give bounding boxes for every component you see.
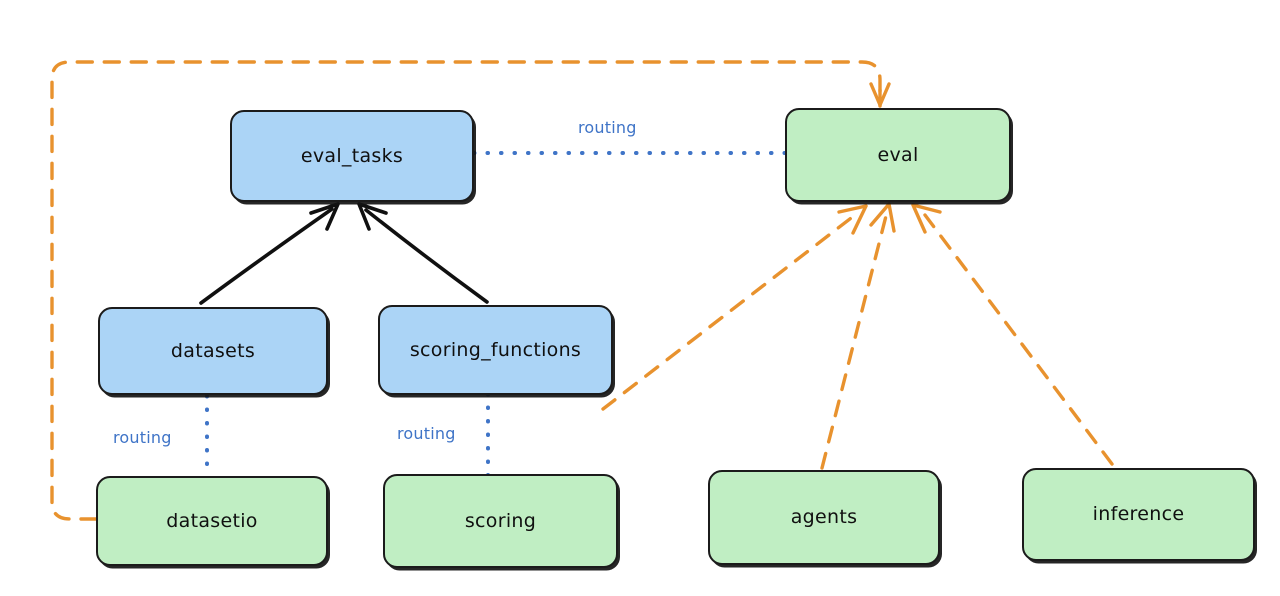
edge-datasetio-to-eval [50,60,891,521]
node-label-agents: agents [790,506,858,529]
node-eval[interactable]: eval [785,108,1011,202]
edge-label-routing-eval-tasks-eval: routing [578,118,637,137]
arrowhead-icon [837,204,868,235]
arrowhead-icon [309,202,340,231]
edge-agents-to-eval [820,202,896,470]
node-label-datasets: datasets [170,339,256,362]
node-scoring-functions[interactable]: scoring_functions [378,305,613,395]
node-agents[interactable]: agents [708,470,940,565]
edge-scoring-to-eval [601,204,868,411]
node-datasets[interactable]: datasets [98,307,328,395]
node-label-eval: eval [877,143,919,166]
node-label-eval-tasks: eval_tasks [300,144,404,167]
edge-inference-to-eval [911,203,1114,466]
node-scoring[interactable]: scoring [383,474,618,568]
node-label-scoring: scoring [464,509,537,532]
node-eval-tasks[interactable]: eval_tasks [230,110,474,202]
arrowhead-icon [869,202,896,233]
arrowhead-icon [357,202,388,231]
arrowhead-icon [911,203,942,234]
node-inference[interactable]: inference [1022,468,1255,561]
node-label-datasetio: datasetio [166,509,258,532]
edge-datasets-to-eval_tasks [199,202,340,305]
edge-scoring_functions-to-eval_tasks [357,202,489,304]
edge-label-routing-scoring-functions-scoring: routing [397,424,456,443]
edge-label-routing-datasets-datasetio: routing [113,428,172,447]
node-label-inference: inference [1092,503,1185,526]
node-label-scoring-functions: scoring_functions [409,338,582,361]
node-datasetio[interactable]: datasetio [96,476,328,566]
